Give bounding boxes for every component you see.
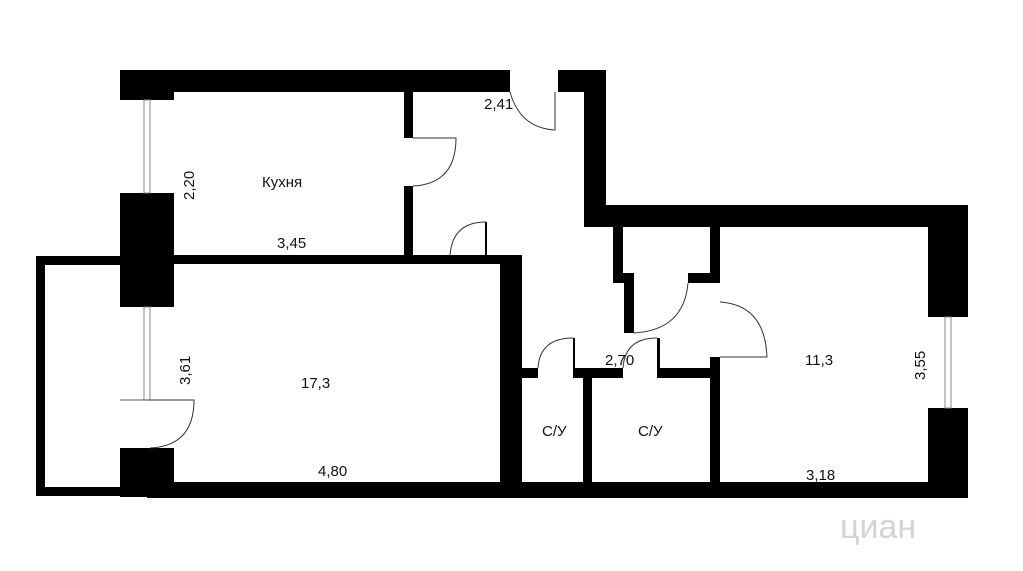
wall-closet-left xyxy=(613,227,623,275)
bath1-door xyxy=(537,337,574,369)
pier-middle xyxy=(120,193,174,307)
wall-hall-right xyxy=(584,70,606,227)
pier-top xyxy=(120,70,174,100)
bath1-door-jamb xyxy=(573,338,575,370)
balcony-left xyxy=(36,256,45,496)
wall-bedroom-top xyxy=(584,205,968,227)
entrance-door xyxy=(509,91,556,131)
wall-bottom xyxy=(147,482,968,498)
bath2-door-jamb xyxy=(657,338,660,370)
living-door xyxy=(449,221,487,257)
wall-bath-top-2 xyxy=(573,368,623,378)
balcony-bottom xyxy=(36,487,148,496)
wall-bath-top-1 xyxy=(522,368,538,378)
bathroom-2-label: С/У xyxy=(638,423,663,440)
kitchen-depth: 2,20 xyxy=(181,171,198,200)
kitchen-width: 3,45 xyxy=(277,235,306,252)
balcony-door xyxy=(147,399,195,449)
bedroom-width: 3,18 xyxy=(806,467,835,484)
living-depth: 3,61 xyxy=(177,356,194,385)
living-label: 17,3 xyxy=(301,375,330,392)
bathroom-1-label: С/У xyxy=(542,423,567,440)
entrance-dim: 2,41 xyxy=(484,96,513,113)
wall-bedroom-left-top xyxy=(710,227,720,283)
wall-closet-right xyxy=(688,273,718,283)
bedroom-door xyxy=(719,301,768,358)
wall-top-left xyxy=(120,70,510,92)
wall-kitchen-right-top xyxy=(404,92,413,138)
wall-closet-left-lower xyxy=(624,275,634,333)
kitchen-door xyxy=(412,137,457,187)
bedroom-depth: 3,55 xyxy=(912,351,929,380)
wall-bedroom-left-bottom xyxy=(710,357,720,482)
walls xyxy=(36,70,968,498)
closet-door xyxy=(633,282,689,334)
wall-kitchen-right-bottom xyxy=(404,186,413,264)
corridor-dim: 2,70 xyxy=(605,352,634,369)
watermark-logo: циан xyxy=(840,508,916,546)
wall-bath-top-3 xyxy=(657,368,720,378)
doors xyxy=(147,91,768,449)
wall-living-door-jamb xyxy=(485,255,500,264)
living-width: 4,80 xyxy=(318,463,347,480)
labels: 2,41 Кухня 3,45 2,20 17,3 4,80 3,61 2,70… xyxy=(177,96,929,484)
bedroom-label: 11,3 xyxy=(805,352,833,369)
window-kitchen xyxy=(143,99,151,194)
pier-right-bottom xyxy=(928,408,968,498)
living-door-jamb xyxy=(485,222,487,257)
balcony-top xyxy=(36,256,126,265)
window-living xyxy=(143,306,151,401)
wall-closet-step xyxy=(613,273,634,283)
pier-right-top xyxy=(928,205,968,317)
window-bedroom xyxy=(944,316,952,409)
wall-living-right xyxy=(500,255,522,482)
wall-kitchen-living xyxy=(174,255,500,264)
bath2-door xyxy=(622,337,658,369)
kitchen-label: Кухня xyxy=(262,174,302,191)
wall-bath-divider xyxy=(583,370,592,482)
